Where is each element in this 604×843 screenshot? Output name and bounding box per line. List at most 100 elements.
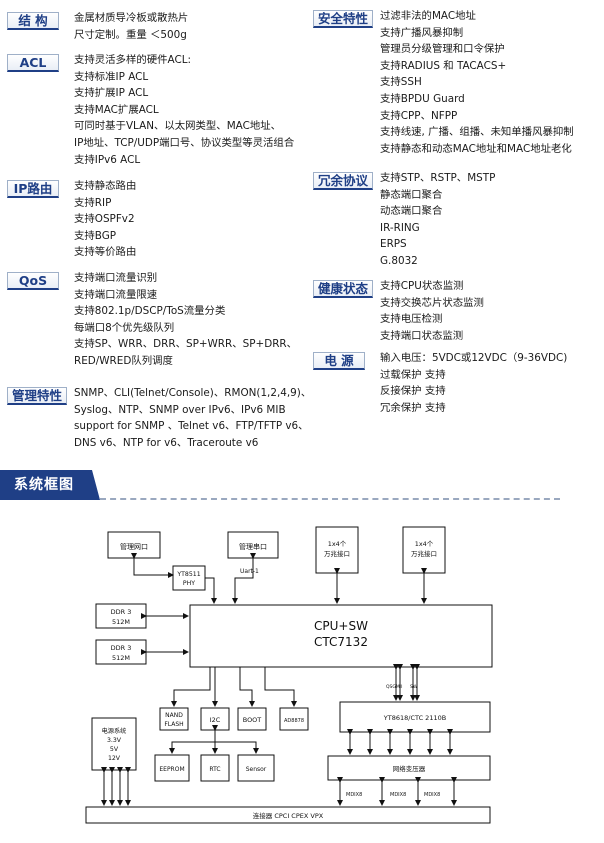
spec-line: 支持MAC扩展ACL <box>74 103 159 116</box>
spec-line: 支持RIP <box>74 196 112 209</box>
spec-line: 支持灵活多样的硬件ACL: <box>74 54 191 66</box>
power-label-4: 12V <box>108 755 121 762</box>
ddr-b-label-1: DDR 3 <box>111 644 132 652</box>
section-tag: IP路由 <box>7 180 59 198</box>
spec-line: 支持静态路由 <box>74 180 137 192</box>
section-tag: 电 源 <box>313 352 365 370</box>
banner-title: 系统框图 <box>14 477 74 493</box>
spec-line: 管理员分级管理和口令保护 <box>380 43 505 56</box>
spec-line: 尺寸定制。重量 ＜500g <box>74 28 187 41</box>
10g-a-label-2: 万兆接口 <box>324 549 350 558</box>
section-banner: 系统框图 <box>0 470 604 500</box>
section-tag: QoS <box>7 272 59 290</box>
ddr-b-label-2: 512M <box>112 654 130 662</box>
ad-chip-label: AD8878 <box>284 718 304 724</box>
spec-line: 过载保护 支持 <box>380 368 446 381</box>
spec-line: ERPS <box>380 238 407 251</box>
spec-line: 支持静态和动态MAC地址和MAC地址老化 <box>380 142 572 155</box>
spec-line: 静态端口聚合 <box>380 188 443 201</box>
rtc-box <box>200 754 230 782</box>
spec-line: 可同时基于VLAN、以太网类型、MAC地址、 <box>74 120 282 133</box>
banner-background <box>0 470 100 500</box>
section-lines: 过滤非法的MAC地址支持广播风暴抑制管理员分级管理和口令保护支持RADIUS 和… <box>380 8 574 157</box>
cpu-switch-box <box>189 604 493 668</box>
uart-label: Uart-1 <box>240 568 259 575</box>
connector-label: 连接器 CPCI CPEX VPX <box>253 811 324 820</box>
mdi-label-1: MDIX8 <box>346 792 362 798</box>
ad-chip-box <box>279 707 309 731</box>
eeprom-box <box>154 754 190 782</box>
spec-line: 支持广播风暴抑制 <box>380 26 464 39</box>
spec-line: 支持SP、WRR、DRR、SP+WRR、SP+DRR、 <box>74 338 298 351</box>
spec-line: 支持OSPFv2 <box>74 213 135 226</box>
spec-line: 支持CPU状态监测 <box>380 280 464 292</box>
spec-line: IP地址、TCP/UDP端口号、协议类型等灵活组合 <box>74 136 295 149</box>
section-tag: ACL <box>7 54 59 72</box>
spec-line: Syslog、NTP、SNMP over IPv6、IPv6 MIB <box>74 403 286 416</box>
connector-box <box>85 806 491 824</box>
spec-line: 支持BPDU Guard <box>380 92 465 105</box>
spec-line: 反接保护 支持 <box>380 385 446 398</box>
section-tag: 管理特性 <box>7 387 67 405</box>
spec-line: 每端口8个优先级队列 <box>74 321 175 334</box>
spec-line: 支持端口状态监测 <box>380 329 464 342</box>
cpu-label-1: CPU+SW <box>314 619 368 633</box>
spec-line: 输入电压：5VDC或12VDC（9-36VDC) <box>380 352 568 364</box>
section-lines: 输入电压：5VDC或12VDC（9-36VDC) 过载保护 支持反接保护 支持冗余… <box>380 350 567 416</box>
nand-label-1: NAND <box>165 712 183 719</box>
power-system-box <box>91 717 137 771</box>
sensor-label: Sensor <box>246 766 267 773</box>
section-lines: SNMP、CLI(Telnet/Console)、RMON(1,2,4,9)、S… <box>74 385 311 451</box>
section-tag: 冗余协议 <box>313 172 373 190</box>
boot-label: BOOT <box>243 716 262 724</box>
section-tag: 安全特性 <box>313 10 373 28</box>
spec-line: 支持等价路由 <box>74 246 137 259</box>
ddr-a-label-2: 512M <box>112 618 130 626</box>
sensor-box <box>237 754 275 782</box>
spec-line: support for SNMP 、Telnet v6、FTP/TFTP v6、 <box>74 420 309 433</box>
phy-label-1: YT8511 <box>176 571 200 578</box>
spec-line: 支持RADIUS 和 TACACS+ <box>380 59 507 72</box>
spec-line: 冗余保护 支持 <box>380 401 446 414</box>
spec-line: 支持标准IP ACL <box>74 70 149 83</box>
boot-box <box>237 707 267 731</box>
spec-line: 动态端口聚合 <box>380 205 443 218</box>
spec-line: RED/WRED队列调度 <box>74 354 173 367</box>
spec-line: 支持IPv6 ACL <box>74 153 141 166</box>
mgmt-network-port-label: 管理网口 <box>120 542 148 551</box>
spec-line: 过滤非法的MAC地址 <box>380 10 476 22</box>
spec-line: 支持电压检测 <box>380 313 443 326</box>
spec-line: 支持交换芯片状态监测 <box>380 296 484 309</box>
spec-line: 支持端口流量限速 <box>74 288 158 301</box>
spec-line: 支持端口流量识别 <box>74 272 158 284</box>
spec-line: 支持SSH <box>380 76 422 89</box>
spec-line: 金属材质导冷板或散热片 <box>74 12 189 24</box>
spec-line: 支持BGP <box>74 229 117 242</box>
section-lines: 金属材质导冷板或散热片尺寸定制。重量 ＜500g <box>74 10 188 43</box>
section-lines: 支持CPU状态监测支持交换芯片状态监测支持电压检测支持端口状态监测 <box>380 278 484 344</box>
spec-line: IR-RING <box>380 221 420 234</box>
ddr-a-label-1: DDR 3 <box>111 608 132 616</box>
10g-b-label-1: 1x4个 <box>415 540 434 548</box>
section-lines: 支持端口流量识别支持端口流量限速支持802.1p/DSCP/ToS流量分类每端口… <box>74 270 297 370</box>
spec-line: 支持线速, 广播、组播、未知单播风暴抑制 <box>380 126 574 139</box>
phy-box <box>172 565 206 591</box>
power-label-3: 5V <box>110 746 119 753</box>
section-lines: 支持静态路由支持RIP 支持OSPFv2 支持BGP 支持等价路由 <box>74 178 136 261</box>
mdi-label-2: MDIX8 <box>390 792 406 798</box>
cpu-label-2: CTC7132 <box>314 635 368 649</box>
ddr-box-b <box>95 639 147 665</box>
10g-b-label-2: 万兆接口 <box>411 549 437 558</box>
mdi-label-3: MDIX8 <box>424 792 440 798</box>
power-label-2: 3.3V <box>107 737 122 744</box>
banner-rule <box>100 498 560 500</box>
phy-chip-box <box>339 701 491 733</box>
eeprom-label: EEPROM <box>159 766 184 773</box>
phy-label-2: PHY <box>183 580 195 587</box>
section-tag: 健康状态 <box>313 280 373 298</box>
nand-flash-box <box>159 707 189 731</box>
10g-a-label-1: 1x4个 <box>328 540 347 548</box>
